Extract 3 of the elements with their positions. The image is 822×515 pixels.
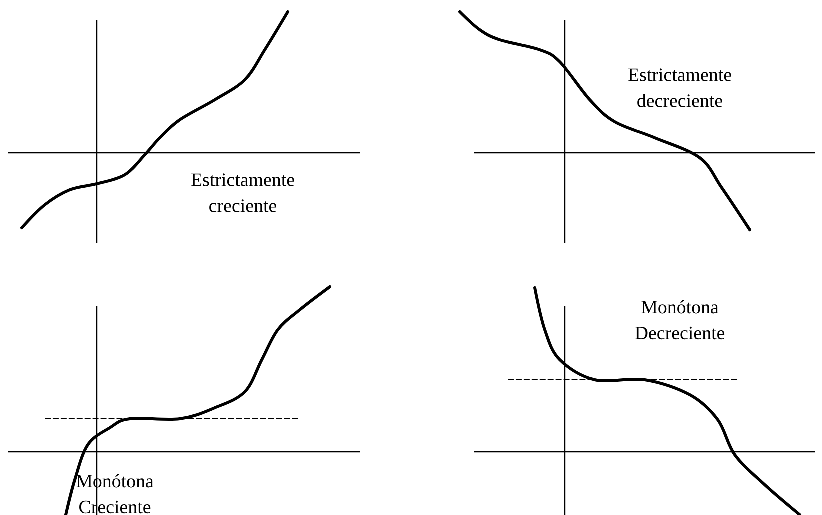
curve-label: Monótona Decreciente bbox=[635, 300, 725, 340]
curve-label: Estrictamente creciente bbox=[192, 174, 294, 212]
curve-label: Estrictamente decreciente bbox=[628, 68, 732, 108]
